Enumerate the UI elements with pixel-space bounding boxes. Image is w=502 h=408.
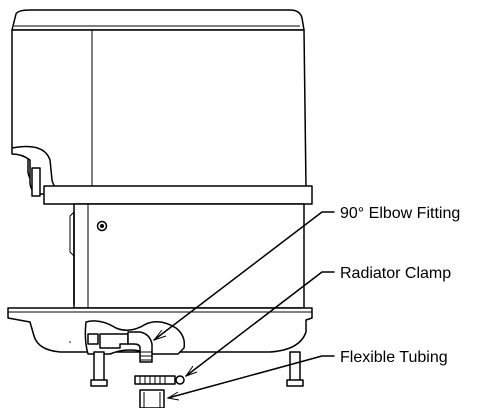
elbow-fitting [87, 331, 153, 363]
front-knob [96, 220, 108, 232]
dispenser-legs [90, 351, 304, 387]
leader-lines [153, 211, 335, 401]
dispenser-band [43, 185, 313, 205]
dispenser-lid [11, 9, 305, 31]
radiator-clamp [134, 375, 185, 385]
dispenser-nozzle [11, 145, 67, 197]
callout-radiator-clamp: Radiator Clamp [340, 265, 451, 282]
callout-elbow-fitting: 90° Elbow Fitting [340, 205, 460, 222]
dispenser-lower-cabinet [69, 203, 305, 309]
dispenser-upper-body [11, 29, 307, 189]
callout-flexible-tubing: Flexible Tubing [340, 349, 448, 366]
flexible-tubing [139, 389, 165, 408]
